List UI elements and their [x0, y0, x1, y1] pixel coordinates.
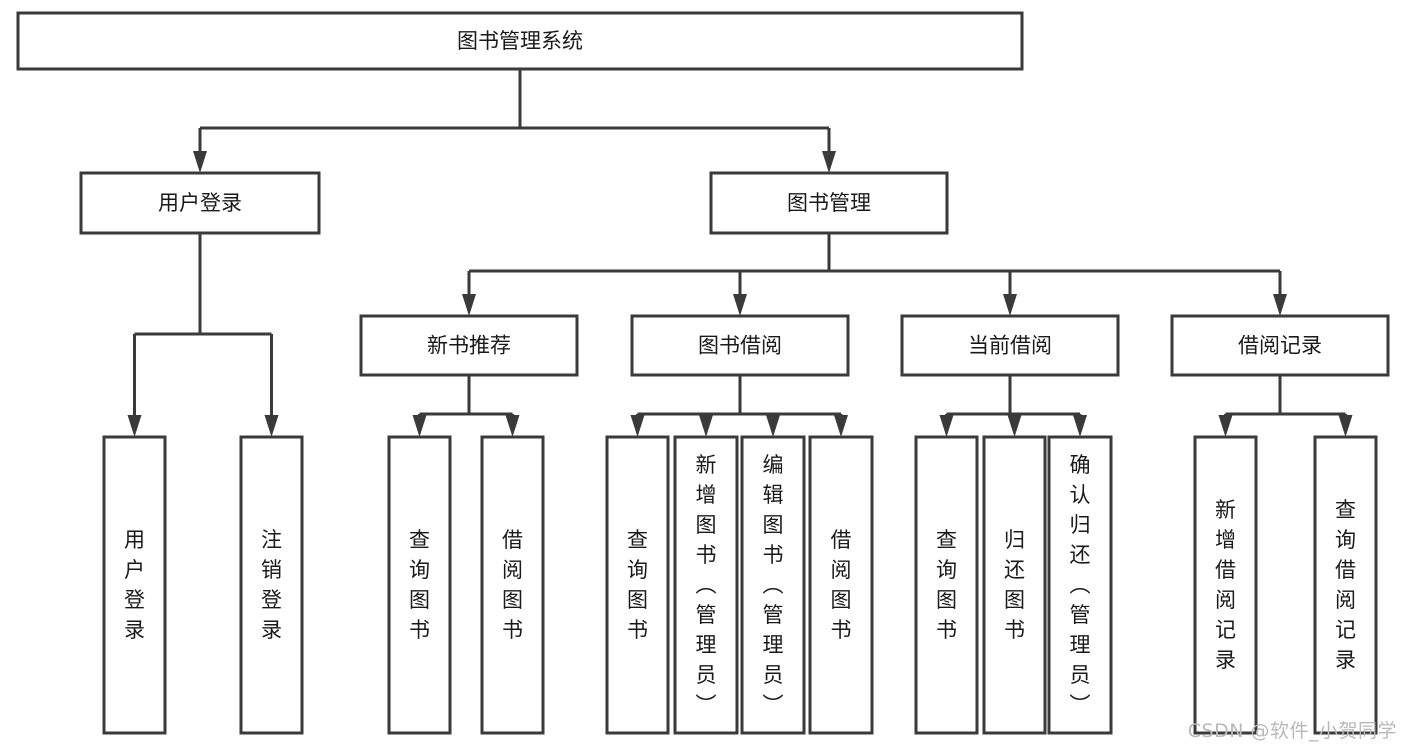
- node-box-rect: [79, 171, 321, 235]
- node-leaf-编辑图书管理员[interactable]: 编辑图书︵管理员︶: [740, 435, 806, 735]
- arrow-to-leaf-查询借阅记录-1: [1338, 415, 1353, 437]
- arrow-to-leaf-编辑图书管理员-2: [766, 415, 780, 437]
- node-leaf-查询图书[interactable]: 查询图书: [387, 435, 452, 735]
- arrow-to-图书借阅: [733, 294, 747, 316]
- node-leaf-新增图书管理员[interactable]: 新增图书︵管理员︶: [673, 435, 739, 735]
- node-label: 确认归还︵管理员︶: [1070, 453, 1091, 717]
- arrow-to-借阅记录: [1273, 294, 1287, 316]
- node-box-rect: [239, 435, 304, 735]
- arrow-to-leaf-新增图书管理员-1: [699, 415, 713, 437]
- node-box-rect: [480, 435, 545, 735]
- node-label: 借阅图书: [502, 528, 523, 642]
- node-label: 查询借阅记录: [1335, 498, 1356, 672]
- arrow-to-leaf-确认归还管理员-2: [1073, 415, 1087, 437]
- node-box-rect: [900, 314, 1120, 377]
- node-label: 当前借阅: [968, 334, 1052, 358]
- node-box-rect: [1313, 435, 1378, 735]
- arrow-to-leaf-查询图书-0: [412, 415, 427, 437]
- connector-layer: [127, 69, 1353, 437]
- node-leaf-查询借阅记录[interactable]: 查询借阅记录: [1313, 435, 1378, 735]
- node-leaf-借阅图书[interactable]: 借阅图书: [480, 435, 545, 735]
- node-box-rect: [1047, 435, 1113, 735]
- node-root-图书管理系统[interactable]: 图书管理系统: [16, 11, 1024, 71]
- arrow-to-leaf-查询图书-0: [939, 415, 954, 437]
- node-label: 查询图书: [409, 528, 430, 642]
- node-box-rect: [1193, 435, 1258, 735]
- node-l3-新书推荐[interactable]: 新书推荐: [359, 314, 579, 377]
- node-label: 归还图书: [1004, 528, 1025, 642]
- arrow-to-leaf-用户登录-0: [127, 415, 142, 437]
- node-label: 用户登录: [158, 191, 242, 215]
- node-label: 注销登录: [261, 528, 282, 642]
- node-leaf-新增借阅记录[interactable]: 新增借阅记录: [1193, 435, 1258, 735]
- node-box-rect: [808, 435, 874, 735]
- node-box-rect: [673, 435, 739, 735]
- node-label: 图书管理: [787, 191, 871, 215]
- node-leaf-用户登录[interactable]: 用户登录: [102, 435, 167, 735]
- node-box-rect: [605, 435, 670, 735]
- node-label: 查询图书: [627, 528, 648, 642]
- node-label: 新增借阅记录: [1215, 498, 1236, 672]
- node-leaf-注销登录[interactable]: 注销登录: [239, 435, 304, 735]
- node-layer: 图书管理系统用户登录图书管理新书推荐图书借阅当前借阅借阅记录用户登录注销登录查询…: [16, 11, 1390, 735]
- arrow-to-用户登录: [193, 151, 207, 173]
- node-l3-当前借阅[interactable]: 当前借阅: [900, 314, 1120, 377]
- node-box-rect: [387, 435, 452, 735]
- node-l2-用户登录[interactable]: 用户登录: [79, 171, 321, 235]
- arrow-to-leaf-借阅图书-3: [834, 415, 848, 437]
- node-label: 借阅记录: [1238, 334, 1322, 358]
- node-box-rect: [16, 11, 1024, 71]
- node-label: 图书借阅: [698, 334, 782, 358]
- node-leaf-归还图书[interactable]: 归还图书: [982, 435, 1047, 735]
- node-box-rect: [102, 435, 167, 735]
- node-box-rect: [914, 435, 979, 735]
- node-label: 用户登录: [124, 528, 145, 642]
- node-leaf-查询图书[interactable]: 查询图书: [605, 435, 670, 735]
- arrow-to-leaf-注销登录-1: [264, 415, 279, 437]
- node-label: 借阅图书: [831, 528, 852, 642]
- node-label: 查询图书: [936, 528, 957, 642]
- node-box-rect: [709, 171, 949, 235]
- node-leaf-查询图书[interactable]: 查询图书: [914, 435, 979, 735]
- arrow-to-leaf-查询图书-0: [630, 415, 645, 437]
- node-l2-图书管理[interactable]: 图书管理: [709, 171, 949, 235]
- arrow-to-leaf-借阅图书-1: [505, 415, 520, 437]
- node-label: 编辑图书︵管理员︶: [763, 453, 784, 717]
- node-box-rect: [630, 314, 850, 377]
- arrow-to-当前借阅: [1003, 294, 1017, 316]
- arrow-to-leaf-新增借阅记录-0: [1218, 415, 1233, 437]
- node-l3-图书借阅[interactable]: 图书借阅: [630, 314, 850, 377]
- node-box-rect: [359, 314, 579, 377]
- node-label: 新增图书︵管理员︶: [696, 453, 717, 717]
- node-label: 新书推荐: [427, 334, 511, 358]
- arrow-to-leaf-归还图书-1: [1007, 415, 1022, 437]
- arrow-to-图书管理: [822, 151, 836, 173]
- node-box-rect: [1170, 314, 1390, 377]
- node-box-rect: [982, 435, 1047, 735]
- node-leaf-确认归还管理员[interactable]: 确认归还︵管理员︶: [1047, 435, 1113, 735]
- node-leaf-借阅图书[interactable]: 借阅图书: [808, 435, 874, 735]
- node-box-rect: [740, 435, 806, 735]
- arrow-to-新书推荐: [462, 294, 476, 316]
- node-l3-借阅记录[interactable]: 借阅记录: [1170, 314, 1390, 377]
- node-label: 图书管理系统: [457, 29, 583, 53]
